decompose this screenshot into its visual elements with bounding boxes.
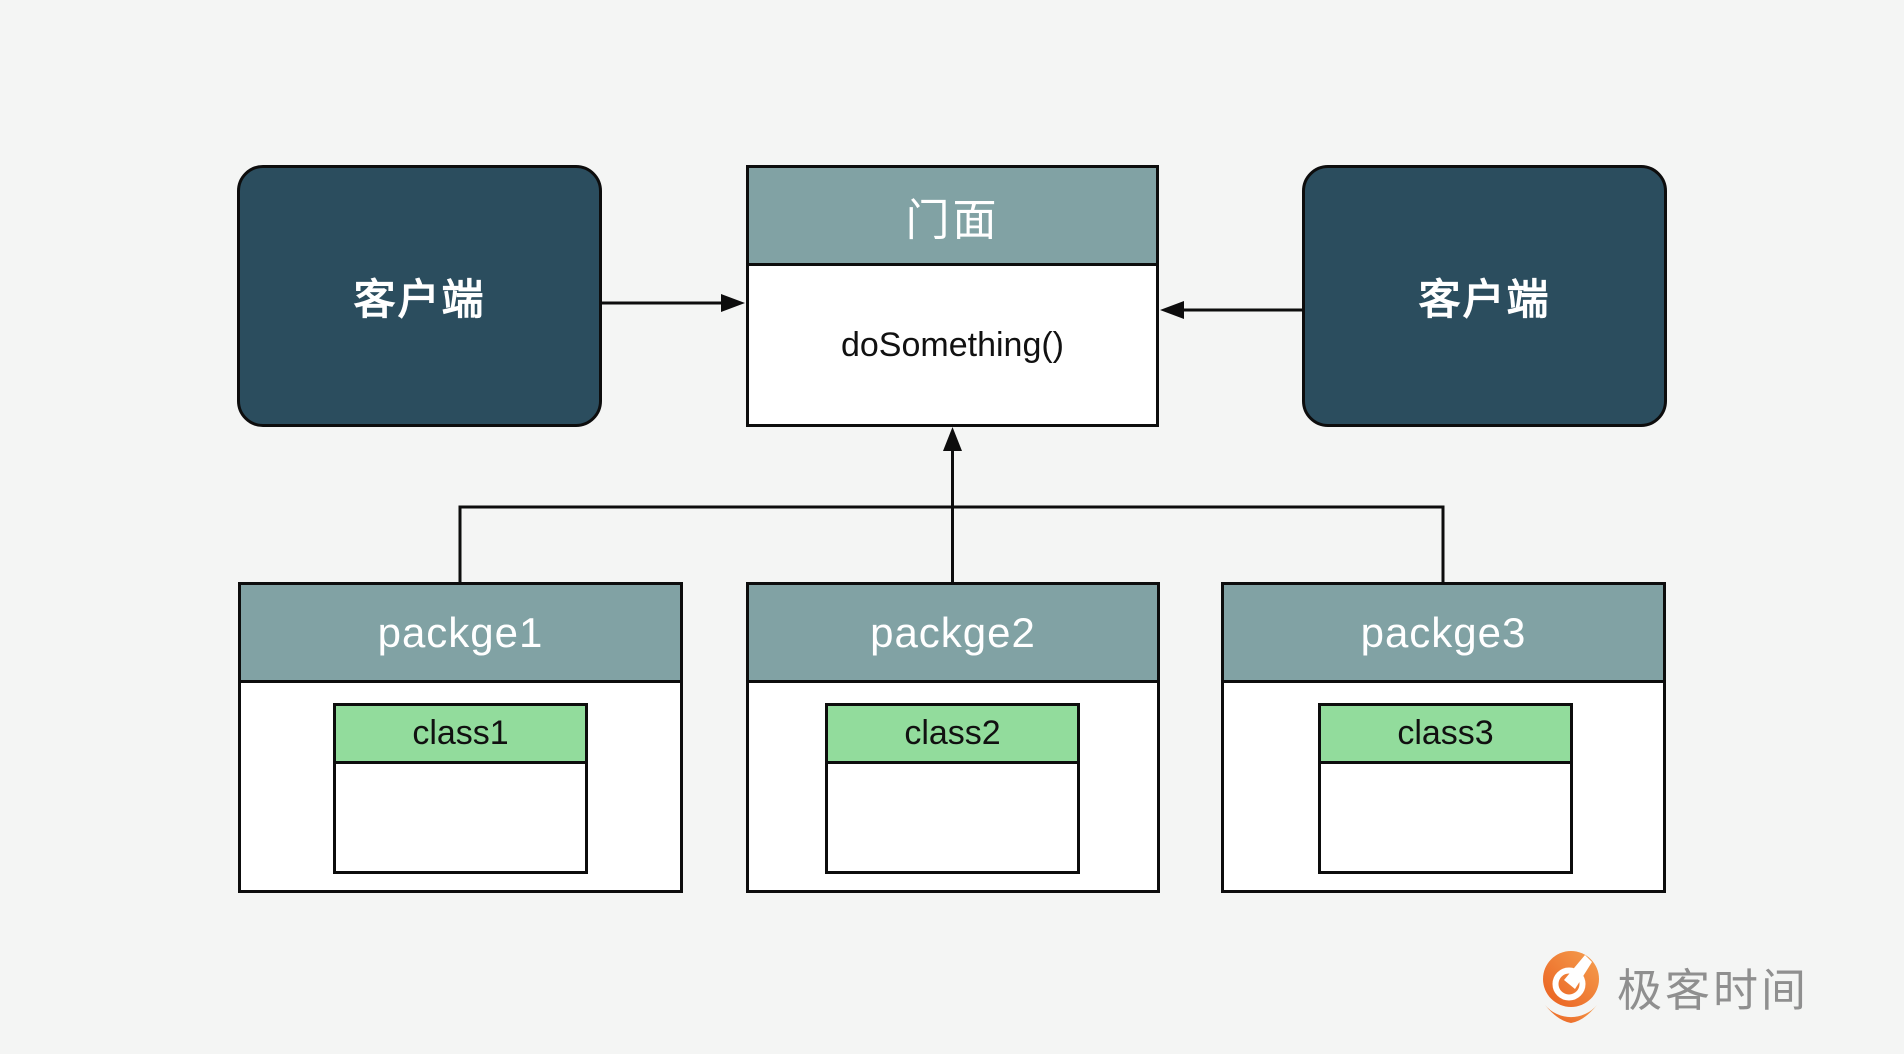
class-box-3: class3 xyxy=(1318,703,1573,874)
class-1-label: class1 xyxy=(412,714,509,752)
arrowhead-right-icon xyxy=(721,294,745,312)
package-1-header: packge1 xyxy=(241,585,680,683)
class-1-header: class1 xyxy=(336,706,585,764)
class-3-label: class3 xyxy=(1397,714,1494,752)
package-box-1: packge1 xyxy=(238,582,683,893)
class-1-body xyxy=(336,764,585,871)
facade-body: doSomething() xyxy=(749,266,1156,424)
client-left-label: 客户端 xyxy=(353,275,486,323)
client-right-label: 客户端 xyxy=(1418,275,1551,323)
facade-title: 门面 xyxy=(905,195,1000,245)
facade-box: 门面 doSomething() xyxy=(746,165,1159,427)
package-3-header: packge3 xyxy=(1224,585,1663,683)
class-box-1: class1 xyxy=(333,703,588,874)
package-2-header: packge2 xyxy=(749,585,1157,683)
package-1-title: packge1 xyxy=(377,608,544,656)
arrowhead-up-icon xyxy=(943,427,962,451)
class-2-header: class2 xyxy=(828,706,1077,764)
brand-logo: 极客时间 xyxy=(1537,950,1810,1023)
class-box-2: class2 xyxy=(825,703,1080,874)
brand-logo-text: 极客时间 xyxy=(1617,964,1810,1016)
package-2-title: packge2 xyxy=(870,608,1036,656)
geektime-logo-icon xyxy=(1543,951,1599,1023)
client-box-right: 客户端 xyxy=(1302,165,1667,427)
facade-header: 门面 xyxy=(749,168,1156,266)
class-2-body xyxy=(828,764,1077,871)
class-3-body xyxy=(1321,764,1570,871)
arrowhead-left-icon xyxy=(1160,301,1184,319)
facade-method-label: doSomething() xyxy=(840,325,1064,364)
client-box-left: 客户端 xyxy=(237,165,602,427)
package-3-title: packge3 xyxy=(1360,608,1527,656)
class-3-header: class3 xyxy=(1321,706,1570,764)
class-2-label: class2 xyxy=(904,714,1001,752)
